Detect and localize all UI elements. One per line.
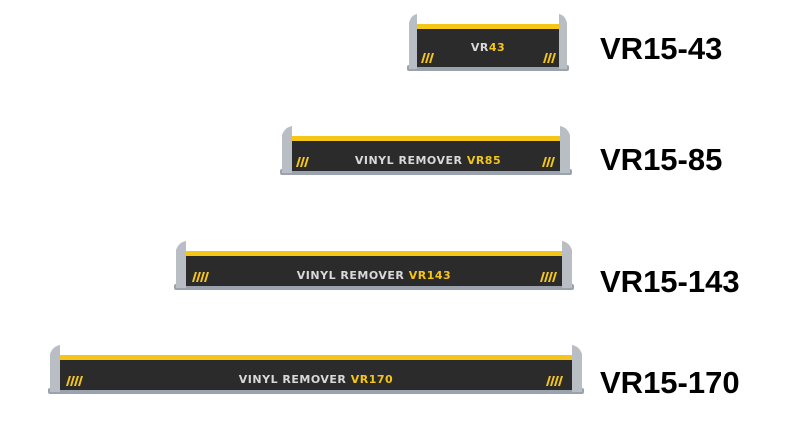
right-hatch-icon (543, 53, 556, 63)
left-hatch-icon (66, 376, 83, 386)
left-end-cap (409, 14, 417, 69)
yellow-strip (417, 24, 559, 29)
vinyl-remover-bar-vr85: VINYL REMOVER VR85 (280, 126, 572, 175)
yellow-strip (292, 136, 560, 141)
right-end-cap (559, 14, 567, 69)
model-label-vr15-43: VR15-43 (600, 31, 723, 66)
right-end-cap (572, 345, 582, 392)
right-hatch-icon (546, 376, 563, 386)
yellow-strip (186, 251, 562, 256)
bar-body (60, 358, 572, 390)
bar-brand-text: VR43 (471, 41, 505, 54)
vinyl-remover-bar-vr43: VR43 (407, 14, 569, 71)
left-end-cap (282, 126, 292, 173)
product-image-vr85: VINYL REMOVER VR85 (278, 125, 574, 177)
right-end-cap (560, 126, 570, 173)
left-hatch-icon (296, 157, 309, 167)
vinyl-remover-bar-vr143: VINYL REMOVER VR143 (174, 241, 574, 290)
product-image-vr143: VINYL REMOVER VR143 (172, 240, 576, 292)
left-end-cap (176, 241, 186, 288)
model-label-vr15-85: VR15-85 (600, 142, 723, 177)
yellow-strip (60, 355, 572, 360)
left-hatch-icon (421, 53, 434, 63)
right-hatch-icon (542, 157, 555, 167)
vinyl-remover-bar-vr170: VINYL REMOVER VR170 (48, 345, 584, 394)
model-label-vr15-143: VR15-143 (600, 264, 740, 299)
bar-body (417, 27, 559, 67)
product-image-vr43: VR43 (405, 13, 571, 73)
bar-brand-text: VINYL REMOVER VR170 (239, 373, 393, 386)
model-label-vr15-170: VR15-170 (600, 365, 740, 400)
bar-brand-text: VINYL REMOVER VR85 (355, 154, 501, 167)
right-end-cap (562, 241, 572, 288)
left-hatch-icon (192, 272, 209, 282)
bar-body (292, 139, 560, 171)
bar-body (186, 254, 562, 286)
bar-brand-text: VINYL REMOVER VR143 (297, 269, 451, 282)
right-hatch-icon (540, 272, 557, 282)
product-image-vr170: VINYL REMOVER VR170 (46, 344, 586, 396)
left-end-cap (50, 345, 60, 392)
